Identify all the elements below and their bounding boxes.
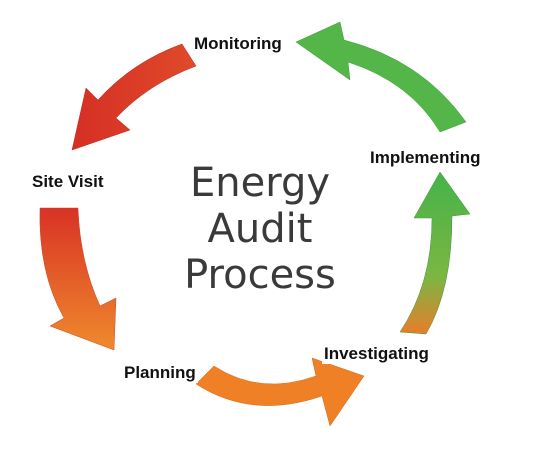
arrow-site-visit-to-planning (39, 207, 117, 351)
stage-label-implementing: Implementing (368, 148, 483, 168)
stage-label-planning: Planning (122, 363, 198, 383)
stage-label-monitoring: Monitoring (192, 34, 284, 54)
arrow-investigating-to-implementing (399, 171, 471, 335)
title-line-energy: Energy (189, 160, 331, 206)
diagram-title: Energy Audit Process (160, 160, 360, 298)
stage-label-site-visit: Site Visit (30, 172, 106, 192)
arrow-planning-to-investigating (195, 357, 365, 427)
arrow-implementing-to-monitoring (295, 21, 467, 133)
title-line-audit: Audit (207, 206, 313, 252)
stage-label-investigating: Investigating (322, 344, 431, 364)
arrow-monitoring-to-site-visit (71, 43, 197, 151)
title-line-process: Process (184, 252, 336, 298)
